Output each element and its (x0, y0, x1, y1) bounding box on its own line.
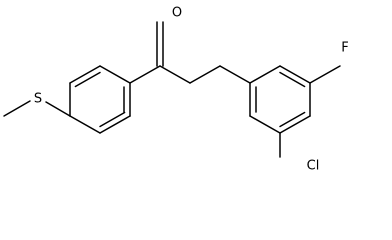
ring2-bond-b (279, 65, 311, 84)
fluorine-label: F (341, 41, 348, 56)
left-benzene-ring (69, 65, 131, 134)
ring2-double-b (279, 111, 306, 128)
sulfur-label: S (34, 92, 42, 107)
bond-ring-carbonyl (129, 65, 161, 84)
ring1-double-a (74, 71, 101, 88)
ring1-bond-b (69, 65, 101, 84)
ring1-bond-c (99, 65, 131, 84)
bond-ring-f (309, 65, 341, 84)
bond-methyl-s (3, 100, 31, 117)
ring1-bond-e (99, 115, 131, 134)
bond-chain-ring2 (219, 65, 251, 84)
ring2-bond-d (279, 115, 311, 134)
ring2-double-a (279, 71, 306, 88)
molecule-diagram: O S F Cl (3, 6, 349, 174)
bond-chain-1 (159, 65, 191, 84)
ring2-bond-a (249, 65, 281, 84)
structure-canvas: O S F Cl (3, 6, 349, 174)
ring1-bond-f (69, 115, 101, 134)
bond-chain-2 (189, 65, 221, 84)
bond-s-ring (45, 101, 71, 117)
ring1-double-c (99, 111, 126, 128)
chlorine-label: Cl (307, 159, 320, 174)
ring2-bond-e (249, 115, 281, 134)
oxygen-label: O (172, 6, 182, 21)
right-benzene-ring (249, 65, 311, 134)
